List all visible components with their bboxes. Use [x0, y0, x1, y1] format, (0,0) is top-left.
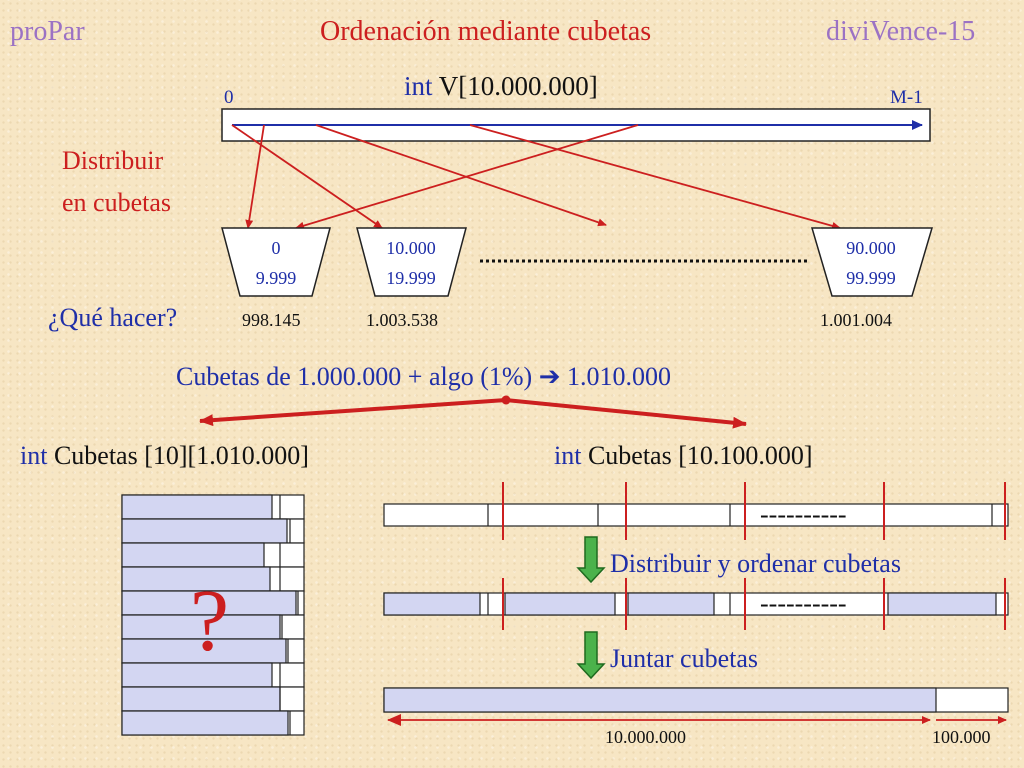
option-split-arrows [199, 398, 747, 429]
split-point [501, 395, 511, 405]
slide-title: Ordenación mediante cubetas [320, 16, 652, 47]
array-title: int V[10.000.000] [404, 73, 598, 100]
option-2d-label: int Cubetas [10][1.010.000] [20, 443, 309, 469]
green-down-arrow-1 [576, 536, 606, 584]
bucket-9-count: 1.001.004 [820, 310, 892, 330]
bucket-9-low: 90.000 [846, 238, 896, 258]
green-down-arrow-2 [576, 631, 606, 680]
flat-array-filled [383, 592, 1009, 616]
header-right: diviVence-15 [826, 16, 976, 47]
bucket-0 [221, 227, 331, 297]
array-type: int [404, 71, 433, 101]
bucket-9-high: 99.999 [846, 268, 896, 288]
option-1d-type: int [554, 441, 582, 470]
bucket-1-count: 1.003.538 [366, 310, 438, 330]
implies-arrow-icon: ➔ [538, 362, 561, 391]
capacity-text: Cubetas de 1.000.000 + algo (1%) ➔ 1.010… [176, 364, 671, 390]
flat-array-empty-dashes: ---------- [760, 500, 847, 529]
array-name: V[10.000.000] [438, 71, 598, 101]
option-2d-type: int [20, 441, 48, 470]
bucket-0-low: 0 [271, 238, 281, 258]
header-left: proPar [10, 16, 85, 47]
bucket-0-high: 9.999 [255, 268, 297, 288]
capacity-description: Cubetas de 1.000.000 + algo (1%) [176, 362, 533, 391]
index-start-label: 0 [224, 87, 234, 108]
step-join: Juntar cubetas [610, 644, 759, 673]
matrix-rows [121, 494, 305, 736]
option-1d-name: Cubetas [10.100.000] [587, 441, 813, 470]
bucket-1 [356, 227, 467, 297]
flat-array-joined [383, 687, 1009, 713]
distribution-arrows [231, 124, 841, 230]
bucket-9 [810, 227, 934, 297]
index-end-label: M-1 [890, 87, 923, 108]
extra-size-label: 100.000 [932, 727, 991, 747]
flat-array-empty [383, 503, 1009, 527]
bucket-0-count: 998.145 [242, 310, 301, 330]
capacity-result: 1.010.000 [567, 362, 672, 391]
question-label: ¿Qué hacer? [48, 303, 178, 332]
step-distribute-sort: Distribuir y ordenar cubetas [610, 549, 901, 578]
bucket-1-high: 19.999 [386, 268, 436, 288]
main-size-label: 10.000.000 [605, 727, 686, 747]
question-mark-overlay: ? [190, 573, 230, 670]
flat-array-filled-dashes: ---------- [760, 589, 847, 618]
option-2d-name: Cubetas [10][1.010.000] [53, 441, 309, 470]
bucket-separators [502, 482, 1006, 630]
option-1d-label: int Cubetas [10.100.000] [554, 443, 813, 469]
distribute-label-line2: en cubetas [62, 188, 172, 217]
distribute-label-line1: Distribuir [62, 146, 164, 175]
bucket-1-low: 10.000 [386, 238, 436, 258]
